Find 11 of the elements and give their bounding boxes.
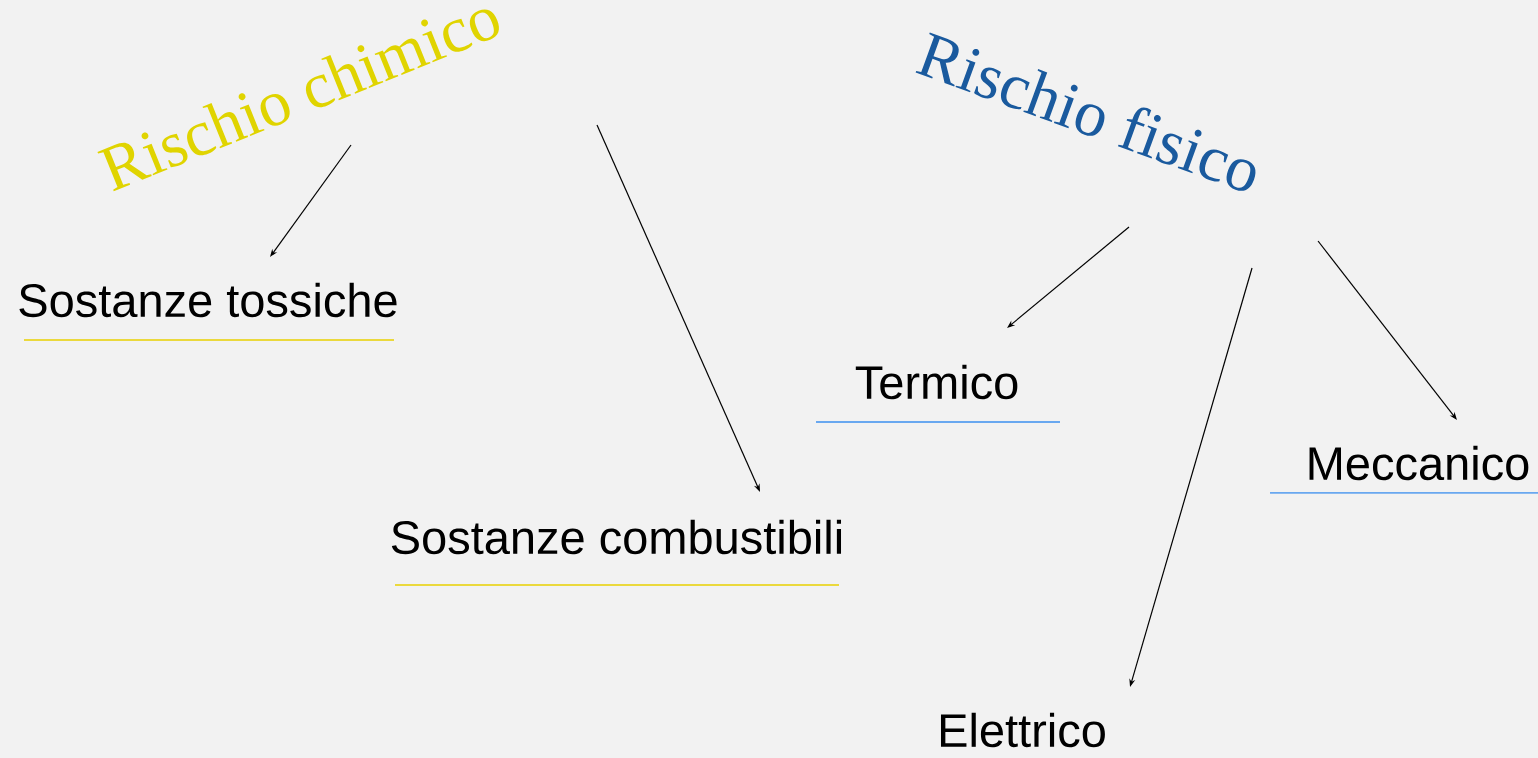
underlined-label: Meccanico	[1269, 445, 1538, 494]
underlined-label: Sostanze combustibili	[391, 519, 841, 586]
arrow	[270, 144, 352, 257]
heading-text: Rischio fisico	[915, 32, 1256, 191]
underlined-label: Termico	[815, 364, 1061, 423]
heading-text: Rischio chimico	[97, 9, 499, 192]
underlined-label: Sostanze tossiche	[19, 282, 397, 341]
label-text: Elettrico	[941, 712, 1105, 748]
arrow	[1317, 240, 1457, 420]
arrow	[1007, 226, 1130, 328]
arrow	[596, 124, 760, 492]
